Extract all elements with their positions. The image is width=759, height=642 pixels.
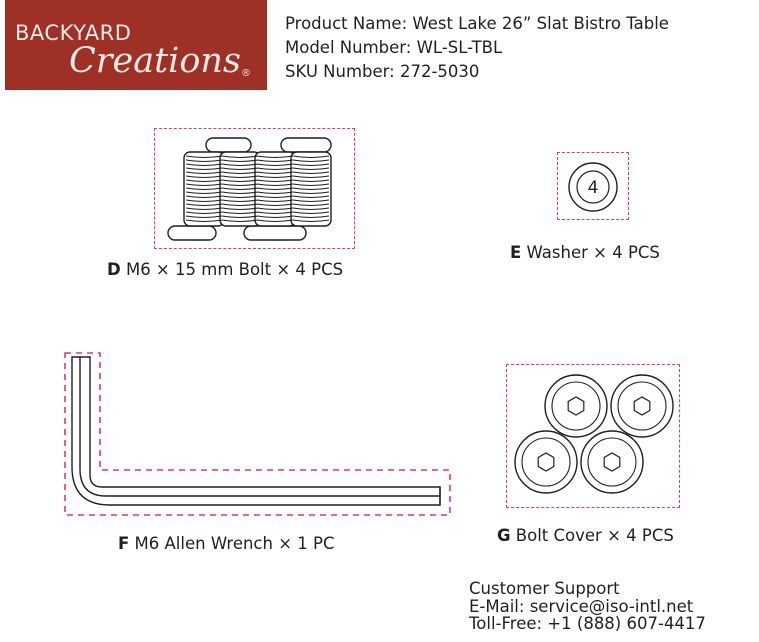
brand-logo: BACKYARD Creations ® <box>5 0 267 90</box>
part-e-caption: E Washer × 4 PCS <box>510 243 660 262</box>
part-d-frame <box>154 128 355 249</box>
part-f-description: M6 Allen Wrench × 1 PC <box>134 534 335 553</box>
part-e-description: Washer × 4 PCS <box>526 243 660 262</box>
part-e-frame <box>557 152 629 220</box>
logo-registered: ® <box>241 68 251 79</box>
bolt-cover-icon <box>514 374 674 494</box>
bolt-icon <box>167 137 332 241</box>
customer-support: Customer Support E-Mail: service@iso-int… <box>469 580 706 633</box>
allen-wrench-icon <box>64 352 451 516</box>
support-email: E-Mail: service@iso-intl.net <box>469 596 694 616</box>
part-g-description: Bolt Cover × 4 PCS <box>515 526 674 545</box>
product-info: Product Name: West Lake 26” Slat Bistro … <box>285 12 669 84</box>
washer-badge: 4 <box>588 178 599 198</box>
part-f-caption: F M6 Allen Wrench × 1 PC <box>118 534 334 553</box>
support-phone: Toll-Free: +1 (888) 607-4417 <box>469 614 706 633</box>
part-g-caption: G Bolt Cover × 4 PCS <box>497 526 674 545</box>
part-e-letter: E <box>510 243 522 262</box>
brand-logo-graphic: BACKYARD Creations ® <box>15 21 251 81</box>
product-name: Product Name: West Lake 26” Slat Bistro … <box>285 14 669 33</box>
support-title: Customer Support <box>469 579 620 598</box>
sku-number: SKU Number: 272-5030 <box>285 62 480 81</box>
part-d-letter: D <box>107 260 121 279</box>
logo-word-top: BACKYARD <box>15 21 131 45</box>
part-g-letter: G <box>497 526 511 545</box>
washer-icon: 4 <box>568 162 618 212</box>
part-f-letter: F <box>118 534 130 553</box>
part-d-description: M6 × 15 mm Bolt × 4 PCS <box>125 260 344 279</box>
part-g-frame <box>506 364 680 508</box>
model-number: Model Number: WL-SL-TBL <box>285 38 503 57</box>
part-d-caption: D M6 × 15 mm Bolt × 4 PCS <box>107 260 343 279</box>
logo-word-script: Creations <box>69 41 241 81</box>
